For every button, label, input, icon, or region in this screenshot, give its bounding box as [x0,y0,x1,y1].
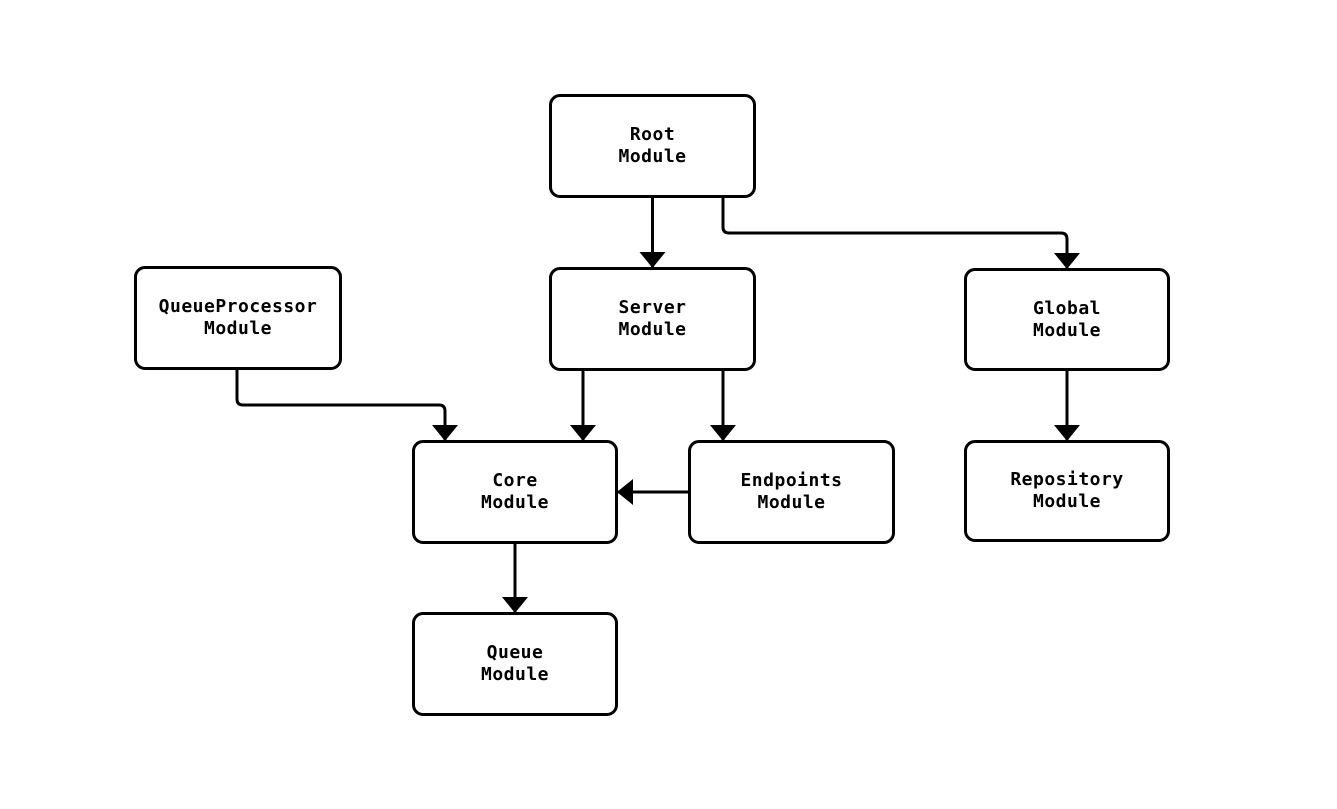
node-label-line: Core [492,470,538,491]
node-endpoints-module: Endpoints Module [688,440,895,544]
node-label-line: Queue [486,642,544,663]
edge-root-to-global [721,198,1080,269]
node-label-line: Module [480,664,550,685]
node-repository-module: Repository Module [964,440,1170,542]
node-label-line: Endpoints [740,470,843,491]
node-label-line: Module [203,318,273,339]
node-queueprocessor-module: QueueProcessor Module [134,266,342,370]
node-label-line: Module [757,492,826,513]
node-core-module: Core Module [412,440,618,544]
node-label-line: Module [618,319,687,340]
node-label-line: Module [1032,491,1102,512]
node-server-module: Server Module [549,267,756,371]
node-label-line: Global [1032,297,1102,319]
node-label-line: Server [618,297,687,318]
node-label-line: Module [1032,319,1102,341]
node-global-module: Global Module [964,268,1170,371]
node-root-module: Root Module [549,94,756,198]
node-label-line: QueueProcessor [158,296,318,317]
node-queue-module: Queue Module [412,612,618,716]
node-label-line: Module [618,146,687,167]
node-label-line: Module [480,492,550,513]
node-label-line: Root [629,124,676,145]
node-label-line: Repository [1010,469,1124,490]
edge-queueprocessor-to-core [235,370,458,441]
